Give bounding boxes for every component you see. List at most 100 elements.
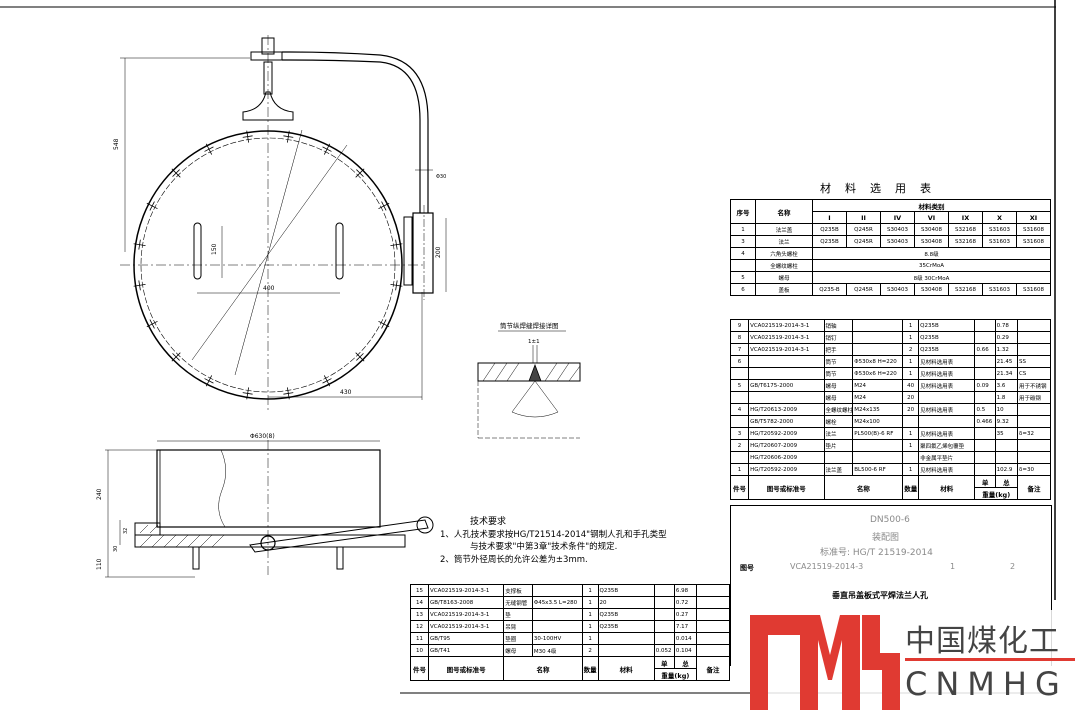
cell-no — [729, 415, 750, 428]
material-table-title: 材料选用表 — [820, 182, 945, 195]
cell-standard — [748, 367, 825, 380]
cell-total-weight: 1.32 — [994, 343, 1018, 356]
cell-material: 见材料选用表 — [918, 403, 976, 416]
cell-total-weight — [994, 439, 1018, 452]
cell-standard: GB/T6175-2000 — [748, 379, 825, 392]
cell-remark — [696, 584, 730, 597]
cell-material: Q235B — [918, 331, 976, 344]
cell-no: 7 — [729, 343, 750, 356]
dim-548: 548 — [113, 138, 120, 150]
cell-material: S30403 — [880, 223, 915, 236]
table-header: 件号图号或标准号名称数量材料单总备注 — [409, 656, 730, 681]
cell-total-weight — [994, 451, 1018, 464]
cell-qty: 1 — [581, 632, 599, 645]
dim-240: 240 — [96, 488, 103, 500]
cell-no: 2 — [729, 439, 750, 452]
header-no: 件号 — [409, 656, 430, 681]
dim-dia630: Φ630(8) — [250, 433, 275, 440]
bolt-hole-mark — [355, 168, 365, 178]
cell-no: 4 — [730, 247, 756, 260]
cell-unit-weight — [974, 331, 996, 344]
cell-no: 11 — [409, 632, 430, 645]
cell-name: 螺母 — [823, 379, 854, 392]
cell-spec — [531, 584, 583, 597]
cell-remark: CS — [1016, 367, 1052, 380]
dim-32: 32 — [123, 528, 129, 534]
header-name: 名称 — [755, 199, 813, 224]
header-name: 名称 — [503, 656, 583, 681]
cell-material: S30408 — [914, 283, 949, 296]
cell-qty: 40 — [902, 379, 920, 392]
cell-total-weight: 3.6 — [994, 379, 1018, 392]
cell-qty: 1 — [902, 331, 920, 344]
cell-unit-weight — [974, 367, 996, 380]
bolt-hole-mark — [133, 280, 146, 291]
cell-material — [918, 415, 976, 428]
cell-spec: M24x100 — [852, 415, 904, 428]
cell-material: Q235B — [597, 608, 655, 621]
header-class: XI — [1016, 211, 1051, 224]
drawing-no-label: 图号 — [740, 564, 754, 572]
cell-qty: 1 — [581, 620, 599, 633]
cell-material: 见材料选用表 — [918, 355, 976, 368]
cell-standard: HG/T20606-2009 — [748, 451, 825, 464]
cell-spec — [852, 343, 904, 356]
cell-material: S31608 — [1016, 283, 1051, 296]
cell-name: 螺母 — [823, 391, 854, 404]
cell-name: 销轴 — [823, 319, 854, 332]
dim-200: 200 — [435, 246, 442, 258]
cell-no: 10 — [409, 644, 430, 657]
tech-title: 技术要求 — [470, 517, 507, 527]
cell-remark — [696, 608, 730, 621]
cell-standard: VCA021519-2014-3-1 — [428, 620, 505, 633]
cell-name — [823, 451, 854, 464]
bolt-hole-mark — [133, 239, 146, 250]
cell-material: S30403 — [880, 235, 915, 248]
header-no: 序号 — [730, 199, 756, 224]
table-header: 序号名称材料类别 — [730, 199, 1051, 224]
logo-mark-icon — [750, 615, 900, 710]
table-header: 件号图号或标准号名称数量材料单总备注 — [729, 475, 1052, 500]
cell-standard: VCA021519-2014-3-1 — [428, 584, 505, 597]
cell-standard: HG/T20592-2009 — [748, 463, 825, 476]
cell-standard: VCA021519-2014-3-1 — [748, 343, 825, 356]
cell-material: S30403 — [880, 283, 915, 296]
cell-spec: M30 4级 — [531, 644, 583, 657]
cell-unit-weight: 0.66 — [974, 343, 996, 356]
bolt-hole-mark — [390, 239, 403, 250]
cell-name: 盖板 — [755, 283, 813, 296]
cell-remark — [696, 644, 730, 657]
cell-material: S32168 — [948, 223, 983, 236]
bolt-hole-mark — [146, 319, 158, 329]
cell-total-weight: 0.72 — [673, 596, 698, 609]
bolt-hole-mark — [390, 280, 403, 291]
bolt-hole-mark — [322, 375, 332, 387]
cell-no: 5 — [730, 271, 756, 284]
header-name: 名称 — [823, 475, 904, 500]
cell-standard: HG/T20607-2009 — [748, 439, 825, 452]
title-block — [730, 505, 1052, 666]
cell-remark — [696, 620, 730, 633]
cell-total-weight: 0.78 — [994, 319, 1018, 332]
cell-material: Q245R — [846, 223, 881, 236]
bolt-hole-mark — [242, 387, 253, 400]
header-standard: 图号或标准号 — [748, 475, 825, 500]
cell-material: Q235-B — [812, 283, 847, 296]
cell-remark — [1016, 319, 1052, 332]
cell-material — [918, 391, 976, 404]
cell-qty: 1 — [902, 427, 920, 440]
cell-material: S31608 — [1016, 235, 1051, 248]
cell-name: 六角头螺栓 — [755, 247, 813, 260]
cell-no: 3 — [730, 235, 756, 248]
bolt-hole-mark — [171, 352, 181, 362]
